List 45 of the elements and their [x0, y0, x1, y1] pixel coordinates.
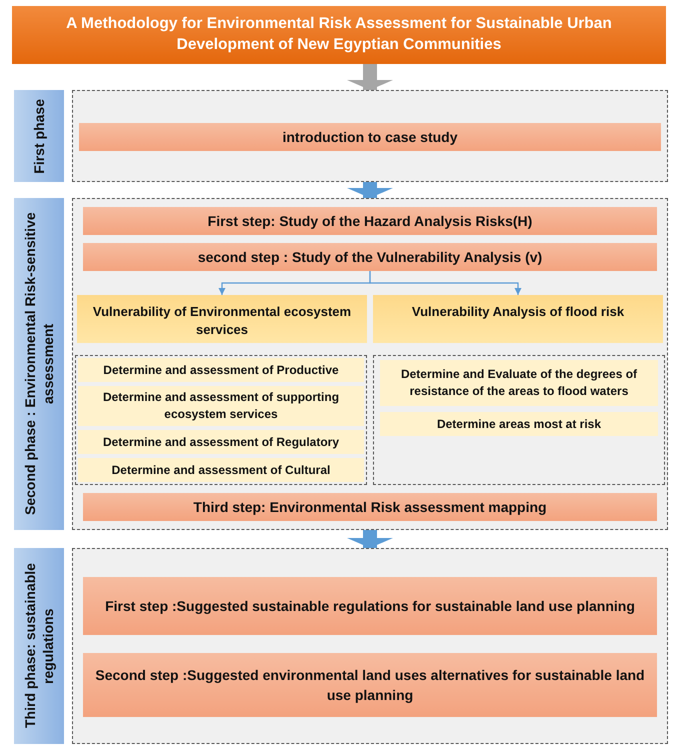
step-text: Determine and assessment of Productive [103, 362, 339, 378]
step-text: Determine areas most at risk [436, 416, 602, 432]
step-text: Vulnerability Analysis of flood risk [412, 303, 624, 321]
task-box [78, 386, 364, 426]
step-text: second step : Study of the Vulnerability Analysis (v) [198, 249, 542, 265]
phase-panel [72, 548, 668, 744]
category-box [77, 295, 367, 343]
category-box [373, 295, 663, 343]
group-panel [75, 355, 367, 485]
step-text: Vulnerability of Environmental ecosystem services [92, 303, 352, 340]
task-box [380, 412, 658, 436]
phase-panel [72, 90, 668, 182]
phase-title: Second phase : Environmental Risk-sensitive assessment [20, 212, 57, 518]
arrow [369, 271, 522, 295]
phase-label [14, 198, 64, 530]
group-panel [373, 355, 665, 485]
phase-label [14, 90, 64, 182]
task-box [380, 360, 658, 406]
phase-label [14, 548, 64, 744]
step-text: Determine and assessment of supporting ecosystem services [102, 389, 340, 423]
step-box [83, 577, 657, 635]
step-text: Determine and assessment of Cultural [112, 462, 330, 478]
step-text: introduction to case study [282, 129, 458, 145]
step-text: Third step: Environmental Risk assessment mapping [193, 499, 547, 515]
step-box [83, 207, 657, 235]
step-text: First step :Suggested sustainable regulations for sustainable land use planning [105, 596, 635, 616]
phase-title: First phase [30, 98, 48, 174]
block-arrow [347, 182, 393, 198]
step-box [83, 243, 657, 271]
title-banner [12, 6, 666, 64]
step-text: Second step :Suggested environmental land uses alternatives for sustainable land use planning [95, 666, 645, 705]
task-box [78, 430, 364, 454]
task-box [78, 358, 364, 382]
phase-panel [72, 198, 668, 530]
step-box [83, 493, 657, 521]
title-text: A Methodology for Environmental Risk Assessment for Sustainable Urban Development of New Egyptian Communities [65, 14, 613, 55]
task-box [78, 458, 364, 482]
phase-title: Third phase: sustainable regulations [20, 562, 57, 730]
step-box [83, 653, 657, 717]
block-arrow [347, 530, 393, 548]
step-text: Determine and assessment of Regulatory [102, 434, 340, 450]
step-text: First step: Study of the Hazard Analysis Risks(H) [208, 213, 532, 229]
step-text: Determine and Evaluate of the degrees of resistance of the areas to flood waters [400, 366, 638, 400]
step-box [79, 123, 661, 151]
block-arrow [347, 64, 393, 90]
